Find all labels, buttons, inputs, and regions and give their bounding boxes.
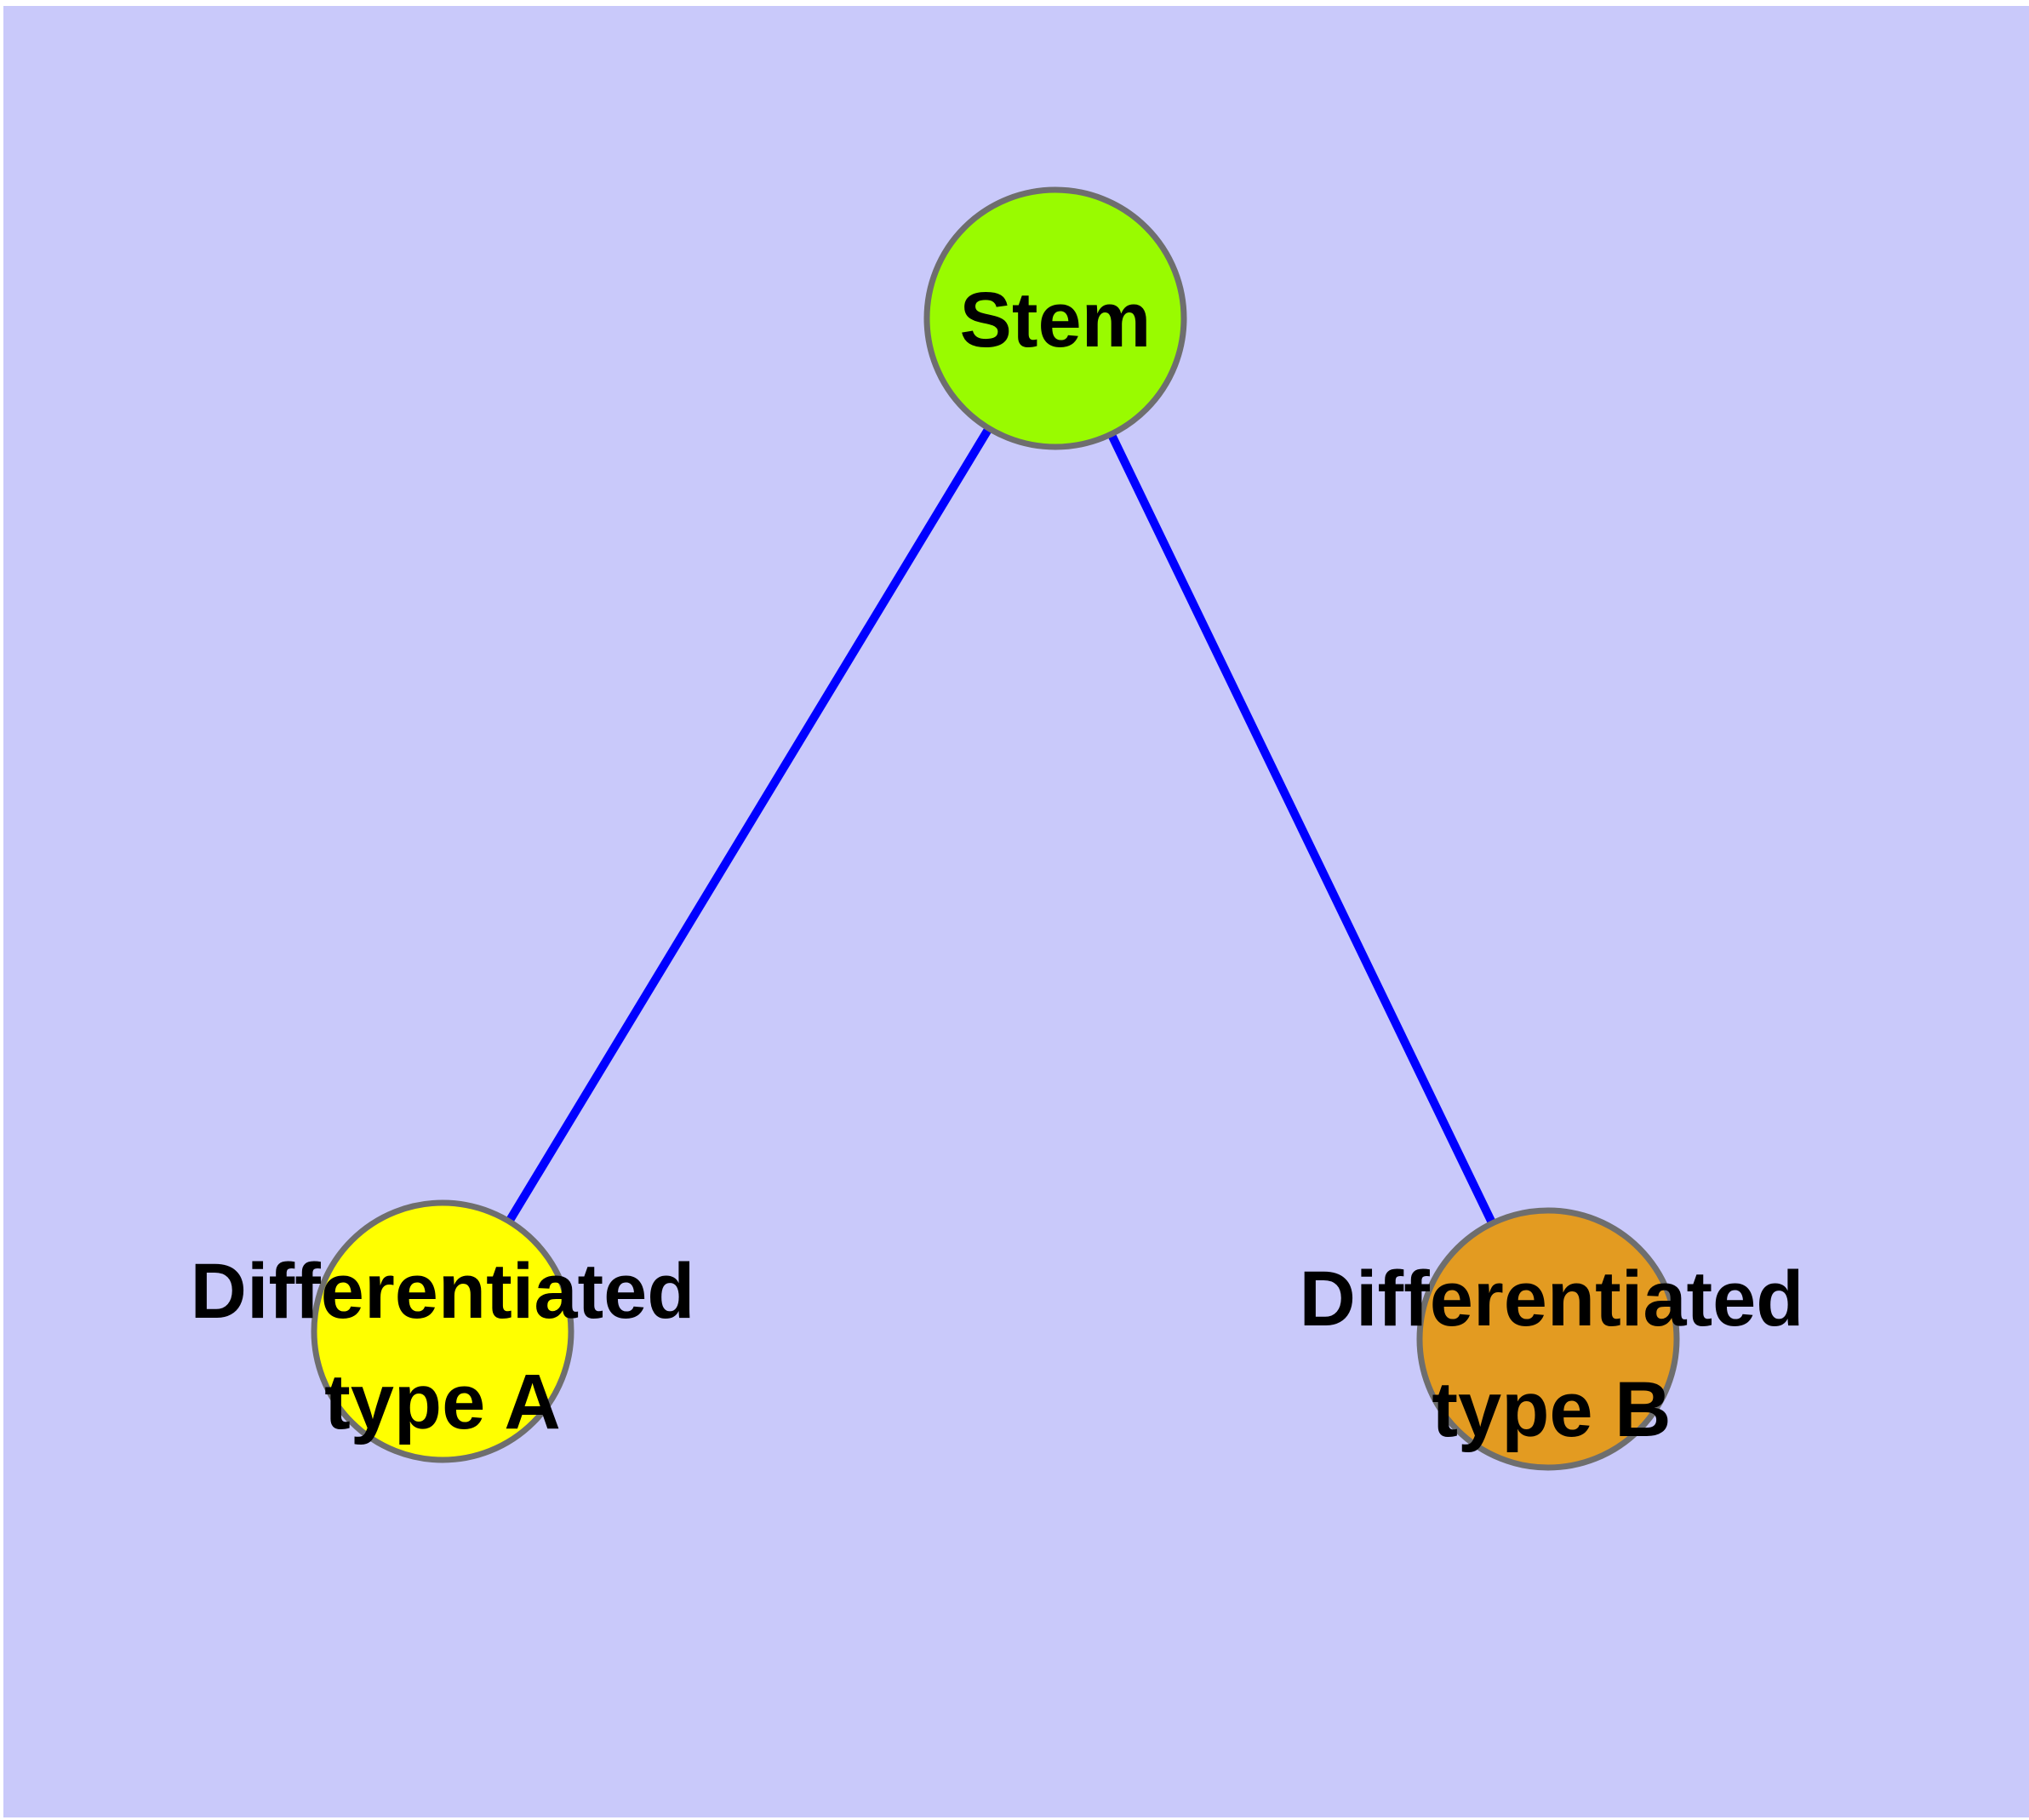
node-differentiated-type-a: Differentiated type A <box>191 1199 695 1463</box>
node-differentiated-type-a-circle <box>311 1199 574 1463</box>
node-differentiated-type-b-circle <box>1416 1207 1680 1471</box>
edge-stem-to-type-b <box>1051 316 1552 1342</box>
node-differentiated-type-b-label-line2: type B <box>1432 1366 1671 1453</box>
node-differentiated-type-a-label-line1: Differentiated <box>191 1248 695 1335</box>
node-stem-circle <box>923 186 1187 450</box>
node-differentiated-type-a-label-line2: type A <box>324 1359 561 1445</box>
node-differentiated-type-b-label-line1: Differentiated <box>1300 1256 1804 1342</box>
node-differentiated-type-b: Differentiated type B <box>1300 1207 1804 1471</box>
node-stem-label: Stem <box>960 277 1152 363</box>
node-stem: Stem <box>923 186 1187 450</box>
edge-stem-to-type-a <box>438 316 1060 1334</box>
